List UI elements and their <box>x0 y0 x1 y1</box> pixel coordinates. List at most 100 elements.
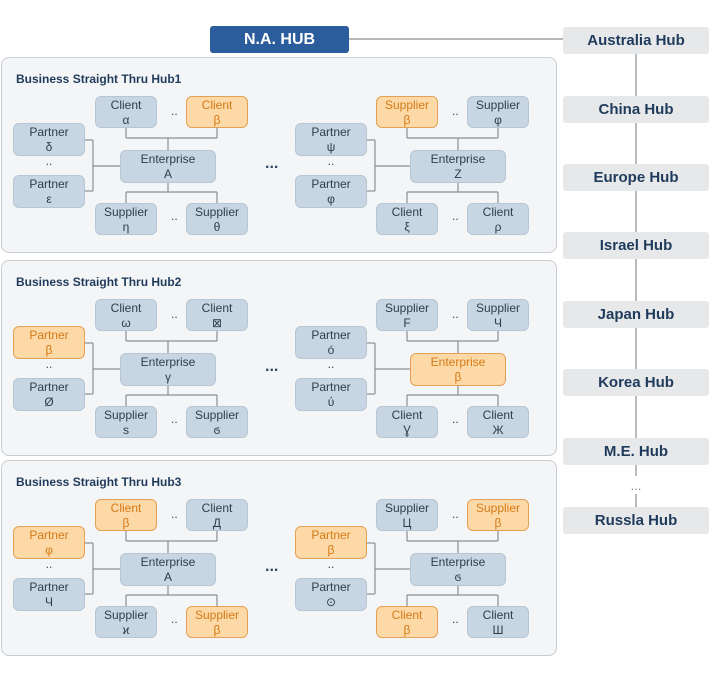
left-bottom-node-2-role: Supplier <box>194 608 240 622</box>
pair-separator: .. <box>452 307 459 321</box>
right-center-node-id: β <box>454 370 462 384</box>
right-top-node-2-id: Ч <box>494 316 502 330</box>
left-side-node-1-id: φ <box>45 543 53 557</box>
right-bottom-node-1-role: Client <box>391 608 423 622</box>
left-bottom-node-2-role: Supplier <box>194 408 240 422</box>
left-side-node-2-id: Ø <box>44 395 54 409</box>
vertical-separator: .. <box>45 557 53 571</box>
pair-separator: .. <box>452 209 459 223</box>
right-top-node-2-role: Supplier <box>475 98 521 112</box>
pair-separator: .. <box>171 104 178 118</box>
right-top-node-2-id: β <box>494 516 502 530</box>
left-top-node-1-id: ω <box>121 316 131 330</box>
left-bottom-node-2-id: β <box>213 623 221 637</box>
left-side-node-2-role: Partner <box>29 380 69 394</box>
right-bottom-node-2-role: Client <box>482 608 514 622</box>
left-bottom-node-2-id: θ <box>213 220 221 234</box>
cluster-separator: ... <box>265 558 279 575</box>
hub-3: Israel Hub <box>563 232 709 259</box>
pair-separator: .. <box>171 209 178 223</box>
right-bottom-node-2-role: Client <box>482 205 514 219</box>
right-bottom-node-2-id: ρ <box>494 220 502 234</box>
right-center-node-id: Z <box>454 167 462 181</box>
right-bottom-node-1-role: Client <box>391 205 423 219</box>
right-bottom-node-2-role: Client <box>482 408 514 422</box>
right-top-node-1-id: β <box>403 113 411 127</box>
vertical-separator: .. <box>45 357 53 371</box>
left-bottom-node-1-role: Supplier <box>103 205 149 219</box>
panel-title: Business Straight Thru Hub3 <box>16 475 182 489</box>
left-bottom-node-2-role: Supplier <box>194 205 240 219</box>
panel-connectors <box>85 531 499 606</box>
right-bottom-node-1-role: Client <box>391 408 423 422</box>
right-side-node-1-role: Partner <box>311 125 351 139</box>
left-side-node-2-id: ε <box>46 192 52 206</box>
left-bottom-node-1-id: ϰ <box>122 623 130 637</box>
left-top-node-2-role: Client <box>201 301 233 315</box>
left-top-node-2-id: β <box>213 113 221 127</box>
hub-4: Japan Hub <box>563 301 709 328</box>
left-side-node-1-id: δ <box>45 140 53 154</box>
right-center-node-role: Enterprise <box>430 152 486 166</box>
pair-separator: .. <box>452 412 459 426</box>
right-top-node-1-id: F <box>403 316 411 330</box>
right-center-node-role: Enterprise <box>430 555 486 569</box>
vertical-separator: .. <box>327 154 335 168</box>
right-hub-ellipsis: ... <box>630 478 642 493</box>
pair-separator: .. <box>452 612 459 626</box>
right-center-node-role: Enterprise <box>430 355 486 369</box>
left-top-node-1-id: α <box>122 113 130 127</box>
right-side-node-1-id: ψ <box>326 140 336 154</box>
hub-1: China Hub <box>563 96 709 123</box>
left-bottom-node-1-id: s <box>123 423 129 437</box>
right-top-node-1-role: Supplier <box>384 501 430 515</box>
pair-separator: .. <box>171 307 178 321</box>
left-top-node-2-role: Client <box>201 501 233 515</box>
left-center-node-id: A <box>163 570 172 584</box>
right-side-node-2-role: Partner <box>311 580 351 594</box>
left-top-node-1-id: β <box>122 516 130 530</box>
left-center-node-role: Enterprise <box>140 355 196 369</box>
left-side-node-2-id: Ч <box>45 595 53 609</box>
left-center-node-role: Enterprise <box>140 555 196 569</box>
cluster-separator: ... <box>265 155 279 172</box>
left-side-node-1-role: Partner <box>29 125 69 139</box>
pair-separator: .. <box>171 612 178 626</box>
left-top-node-1-role: Client <box>110 301 142 315</box>
vertical-separator: .. <box>45 154 53 168</box>
right-side-node-1-role: Partner <box>311 328 351 342</box>
right-bottom-node-2-id: Ж <box>492 423 504 437</box>
left-center-node-id: γ <box>165 370 171 384</box>
left-side-node-1-role: Partner <box>29 328 69 342</box>
right-top-node-1-role: Supplier <box>384 98 430 112</box>
